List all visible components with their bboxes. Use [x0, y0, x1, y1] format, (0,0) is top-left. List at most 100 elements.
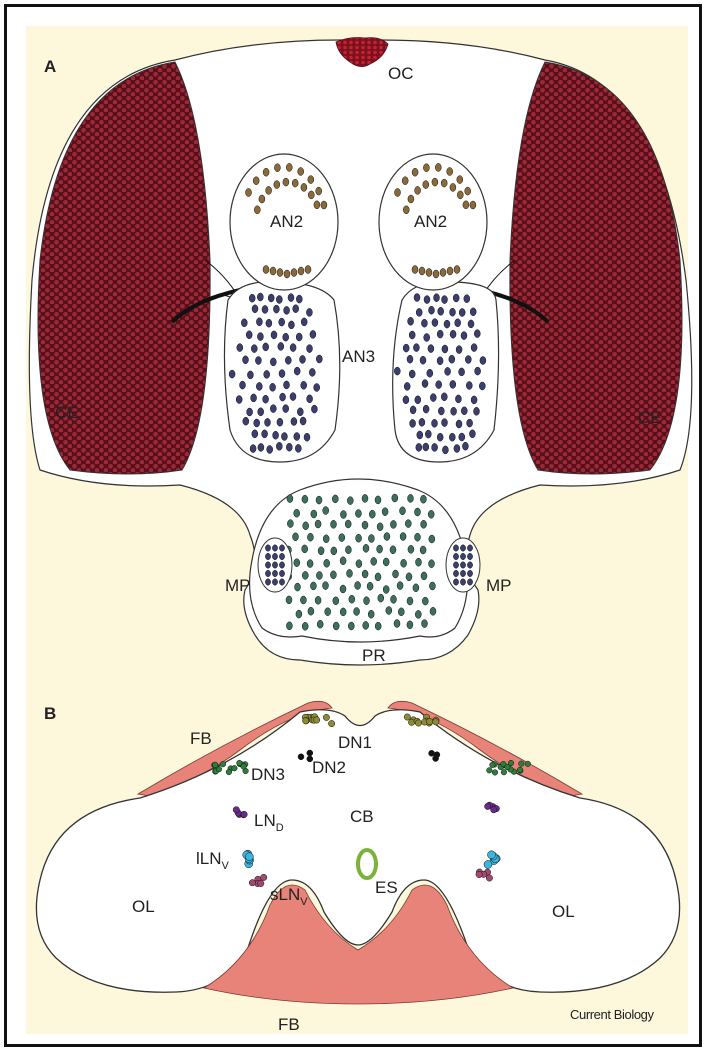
pr-cell [316, 572, 322, 580]
label-an2-left: AN2 [270, 212, 303, 231]
an2-cell [283, 178, 289, 186]
an3-cell [444, 320, 450, 328]
pr-cell [400, 507, 406, 515]
pr-cell [363, 621, 369, 629]
an3-cell [450, 330, 456, 338]
pr-cell [392, 494, 398, 502]
mp-cell [279, 579, 284, 585]
pr-cell [287, 495, 293, 503]
an3-cell [428, 345, 434, 353]
dn3-cell [525, 761, 531, 767]
an2-cell [254, 206, 260, 214]
dn3-cell [505, 764, 511, 770]
an3-cell [438, 307, 444, 315]
an2-cell [454, 266, 460, 274]
an3-cell [263, 395, 269, 403]
an3-cell [301, 318, 307, 326]
dn1-cell [433, 719, 439, 725]
an2-cell [286, 163, 292, 171]
pr-cell [286, 622, 292, 630]
an3-cell [409, 331, 415, 339]
an3-cell [462, 442, 468, 450]
an3-cell [442, 345, 448, 353]
an3-cell [262, 305, 268, 313]
an3-cell [461, 332, 467, 340]
an3-cell [450, 308, 456, 316]
label-ln-v-main: lLN [196, 849, 222, 868]
mp-cell [279, 570, 284, 576]
mp-cell [272, 570, 277, 576]
an2-cell [298, 267, 304, 275]
an3-cell [475, 367, 481, 375]
pr-cell [421, 572, 427, 580]
ln-d-cell [233, 807, 239, 813]
pr-cell [302, 545, 308, 553]
label-ln-v-sub: V [222, 860, 230, 872]
mp-cell [265, 562, 270, 568]
an2-cell [412, 168, 418, 176]
pr-cell [340, 585, 346, 593]
an3-cell [311, 405, 317, 413]
pr-cell [287, 520, 293, 528]
an2-cell [321, 201, 327, 209]
an2-cell [415, 186, 421, 194]
label-an3: AN3 [342, 347, 375, 366]
pr-cell [391, 595, 397, 603]
an3-cell [407, 355, 413, 363]
panel-b: B FB DN1 DN2 DN3 CB LND lLNV sLNV ES OL … [36, 701, 679, 1034]
pr-cell [368, 535, 374, 543]
pr-cell [364, 597, 370, 605]
an3-cell [294, 367, 300, 375]
an3-cell [268, 294, 274, 302]
pr-cell [340, 511, 346, 519]
an3-cell [271, 331, 277, 339]
dn3-cell [492, 770, 498, 776]
an3-cell [425, 430, 431, 438]
an3-cell [279, 370, 285, 378]
dn1-cell [328, 720, 334, 726]
pr-cell [307, 533, 313, 541]
an3-cell [258, 408, 264, 416]
pr-cell [369, 510, 375, 518]
an2-cell [298, 168, 304, 176]
sln-v-cell [258, 880, 264, 886]
an3-cell [295, 444, 301, 452]
an2-cell [259, 195, 265, 203]
label-oc: OC [388, 64, 414, 83]
an2-cell [447, 168, 453, 176]
pr-cell [386, 607, 392, 615]
mp-cell [460, 553, 465, 559]
pr-cell [394, 620, 400, 628]
an3-cell [273, 305, 279, 313]
mp-cell [453, 570, 458, 576]
mp-cell [467, 545, 472, 551]
ln-v-cell [484, 861, 492, 869]
journal-credit: Current Biology [570, 1007, 654, 1022]
pr-cell [362, 570, 368, 578]
pr-cell [356, 560, 362, 568]
dn1-cell [314, 717, 320, 723]
pr-cell [430, 607, 436, 615]
dn1-cell [303, 718, 309, 724]
mp-cell [460, 562, 465, 568]
mp-cell [265, 545, 270, 551]
panel-a: A OC AN2 AN2 AN3 CE CE [29, 38, 691, 666]
mp-cell [453, 553, 458, 559]
an3-cell [459, 433, 465, 441]
an3-cell [283, 405, 289, 413]
mp-cell [272, 562, 277, 568]
an3-cell [415, 396, 421, 404]
an2-cell [440, 269, 446, 277]
an2-cell [263, 266, 269, 274]
an3-cell [257, 293, 263, 301]
pr-cell [302, 571, 308, 579]
an3-cell [459, 309, 465, 317]
pr-cell [415, 533, 421, 541]
an2-cell [305, 266, 311, 274]
an3-cell [306, 308, 312, 316]
pr-cell [375, 496, 381, 504]
dn3-cell [226, 769, 232, 775]
dn3-cell [212, 762, 218, 768]
label-dn2: DN2 [312, 758, 346, 777]
an2-cell [450, 183, 456, 191]
